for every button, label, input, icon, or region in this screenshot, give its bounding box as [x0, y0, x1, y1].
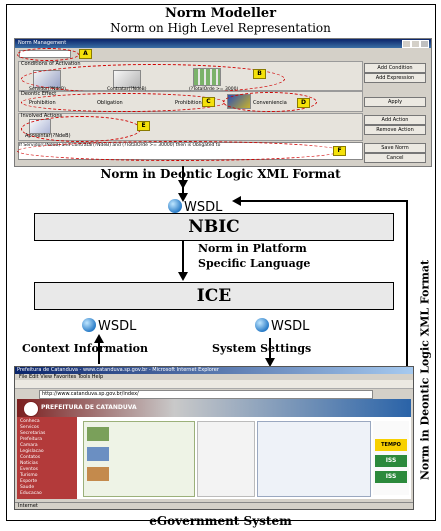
tag-f: F: [333, 146, 346, 156]
tag-b: B: [253, 69, 266, 79]
context-information-label: Context Information: [22, 342, 149, 355]
globe-icon: [255, 318, 269, 332]
remove-action-button[interactable]: Remove Action: [364, 125, 426, 135]
apply-button[interactable]: Apply: [364, 97, 426, 107]
actions-label: Involved Actions: [21, 113, 63, 119]
side-label-text: Norm in Deontic Logic XML Format: [418, 259, 432, 481]
highlight-e: [21, 116, 141, 142]
cancel-button[interactable]: Cancel: [364, 153, 426, 163]
globe-icon: [168, 199, 182, 213]
browser-page: PREFEITURA DE CATANDUVA Conheca Servicos…: [17, 399, 411, 499]
badge-tempo[interactable]: TEMPO: [375, 439, 407, 451]
feedback-line: [406, 200, 408, 370]
browser-toolbar[interactable]: [15, 380, 413, 389]
feedback-arrow-head: [232, 196, 241, 206]
window-titlebar: Norm Management: [15, 39, 431, 48]
tag-d: D: [297, 98, 310, 108]
deontic-label: Deontic Effect: [21, 91, 57, 97]
wsdl-left: WSDL: [82, 318, 136, 334]
side-label: Norm in Deontic Logic XML Format: [416, 220, 434, 520]
deontic-xml-label: Norm in Deontic Logic XML Format: [100, 167, 341, 181]
left-menu-items[interactable]: Conheca Servicos Secretarias Prefeitura …: [20, 419, 74, 497]
status-text: Internet: [18, 503, 38, 509]
save-norm-button[interactable]: Save Norm: [364, 143, 426, 153]
settings-arrow-head: [265, 358, 275, 367]
news-photo-1: [87, 427, 109, 441]
figure-frame: [6, 4, 436, 521]
highlight-a: [17, 48, 79, 61]
norm-modeller-window: Norm Management A Conditions of Activati…: [14, 38, 432, 167]
tag-c: C: [202, 97, 215, 107]
menu-item[interactable]: Esporte: [20, 479, 38, 484]
settings-arrow-line: [269, 338, 271, 360]
close-icon[interactable]: [420, 40, 429, 48]
center-column: [197, 421, 255, 497]
left-menu: [17, 417, 77, 499]
wsdl-left-label: WSDL: [98, 319, 137, 334]
modeller-title: Norm Modeller: [164, 6, 277, 21]
context-arrow-line: [98, 338, 100, 364]
site-header: [17, 399, 411, 417]
add-expression-button[interactable]: Add Expression: [364, 73, 426, 83]
window-title: Norm Management: [18, 40, 67, 46]
browser-title: Prefeitura de Catanduva - www.catanduva.…: [17, 367, 219, 373]
egov-browser-window: Prefeitura de Catanduva - www.catanduva.…: [14, 366, 414, 510]
menu-item[interactable]: Legislacao: [20, 449, 44, 454]
highlight-b: [21, 64, 285, 94]
globe-icon: [82, 318, 96, 332]
badge-iss-2[interactable]: ISS: [375, 471, 407, 483]
add-action-button[interactable]: Add Action: [364, 115, 426, 125]
menu-item[interactable]: Prefeitura: [20, 437, 42, 442]
highlight-d: [223, 92, 317, 112]
egov-title: eGovernment System: [149, 514, 292, 528]
platform-label-1: Norm in Platform: [198, 242, 307, 255]
conditions-label: Conditions of Activation: [21, 61, 81, 67]
platform-label-2: Specific Language: [198, 257, 311, 270]
news-photo-3: [87, 467, 109, 481]
menu-item[interactable]: Contatos: [20, 455, 41, 460]
city-seal-icon: [23, 401, 39, 417]
arrow-nbic-ice-line: [182, 241, 184, 274]
add-condition-button[interactable]: Add Condition: [364, 63, 426, 73]
minimize-icon[interactable]: [402, 40, 411, 48]
highlight-f: [17, 141, 341, 161]
menu-item[interactable]: Camara: [20, 443, 38, 448]
wsdl-top: WSDL: [168, 199, 222, 215]
arrow-window-label-line: [182, 166, 184, 182]
browser-menu[interactable]: File Edit View Favorites Tools Help: [19, 374, 104, 380]
ice-box: ICE: [34, 282, 394, 310]
menu-item[interactable]: Noticias: [20, 461, 38, 466]
tag-e: E: [137, 121, 150, 131]
site-title: PREFEITURA DE CATANDUVA: [41, 404, 137, 411]
arrow-label-wsdl-line: [182, 183, 184, 195]
wsdl-top-label: WSDL: [184, 200, 223, 215]
wsdl-right: WSDL: [255, 318, 309, 334]
news-photo-2: [87, 447, 109, 461]
events-column: [257, 421, 371, 497]
system-settings-label: System Settings: [212, 342, 312, 355]
browser-status-bar: Internet: [15, 502, 413, 509]
feedback-top-line: [240, 200, 408, 202]
menu-item[interactable]: Conheca: [20, 419, 40, 424]
menu-item[interactable]: Turismo: [20, 473, 38, 478]
menu-item[interactable]: Eventos: [20, 467, 38, 472]
highlight-c: [21, 93, 225, 112]
modeller-subtitle: Norm on High Level Representation: [110, 21, 331, 35]
badge-iss-1[interactable]: ISS: [375, 455, 407, 467]
context-arrow-head: [94, 334, 104, 343]
menu-item[interactable]: Secretarias: [20, 431, 46, 436]
address-bar[interactable]: http://www.catanduva.sp.gov.br/index/: [39, 390, 373, 399]
maximize-icon[interactable]: [411, 40, 420, 48]
condition-label-1: Servidor(?NdeB): [29, 87, 66, 92]
browser-titlebar: Prefeitura de Catanduva - www.catanduva.…: [15, 367, 413, 374]
tag-a: A: [79, 49, 92, 59]
nbic-box: NBIC: [34, 213, 394, 241]
arrow-nbic-ice-head: [178, 272, 188, 281]
arrow-label-wsdl-head: [178, 193, 188, 202]
menu-item[interactable]: Saude: [20, 485, 35, 490]
menu-item[interactable]: Educacao: [20, 491, 42, 496]
menu-item[interactable]: Servicos: [20, 425, 39, 430]
wsdl-right-label: WSDL: [271, 319, 310, 334]
